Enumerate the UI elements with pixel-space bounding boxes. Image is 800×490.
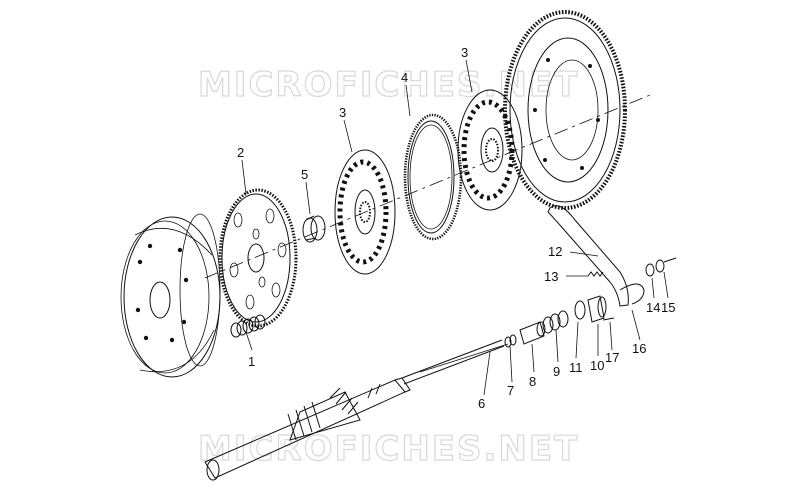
- part-2-toothed-plate: [218, 188, 298, 328]
- part-5-bushing: [302, 215, 326, 243]
- callout-leaders: [241, 59, 669, 396]
- callout-7: 7: [507, 383, 514, 398]
- part-8-piston: [519, 321, 546, 345]
- part-12-lever: [547, 205, 645, 307]
- part-10-sleeve: [587, 295, 607, 323]
- callout-6: 6: [478, 396, 485, 411]
- main-gear-shaft: [204, 377, 411, 481]
- clutch-housing: [120, 213, 221, 378]
- watermark-top: MICROFICHES.NET: [198, 65, 579, 105]
- callout-5: 5: [301, 167, 308, 182]
- callout-12: 12: [548, 244, 562, 259]
- part-14-15-bolt: [645, 257, 677, 277]
- shaft-axis-line: [419, 343, 509, 373]
- part-4-thin-plate: [403, 113, 463, 241]
- part-9-washers: [542, 310, 569, 334]
- callout-11: 11: [569, 360, 583, 375]
- callout-3-right: 3: [461, 45, 468, 60]
- flywheel-ring-gear: [503, 10, 627, 210]
- part-3-friction-disc-left: [334, 149, 396, 275]
- callout-4: 4: [401, 70, 408, 85]
- callout-9: 9: [553, 364, 560, 379]
- callout-16: 16: [632, 341, 646, 356]
- part-13-spring: [587, 271, 604, 277]
- part-1-spring: [230, 314, 266, 338]
- callout-2: 2: [237, 145, 244, 160]
- callout-8: 8: [529, 374, 536, 389]
- assembly-axis-line: [204, 94, 651, 279]
- part-3-friction-disc-right: [457, 89, 523, 211]
- callout-1: 1: [248, 354, 255, 369]
- callout-14: 14: [646, 300, 660, 315]
- callout-3-left: 3: [339, 105, 346, 120]
- watermark-bottom: MICROFICHES.NET: [198, 429, 579, 469]
- callout-15: 15: [661, 300, 675, 315]
- part-7-pin: [504, 334, 517, 348]
- callout-10: 10: [590, 358, 604, 373]
- part-11-oring: [574, 300, 586, 320]
- part-17-screw: [602, 317, 615, 321]
- callout-17: 17: [605, 350, 619, 365]
- callout-13: 13: [544, 269, 558, 284]
- part-6-push-rod: [401, 339, 505, 385]
